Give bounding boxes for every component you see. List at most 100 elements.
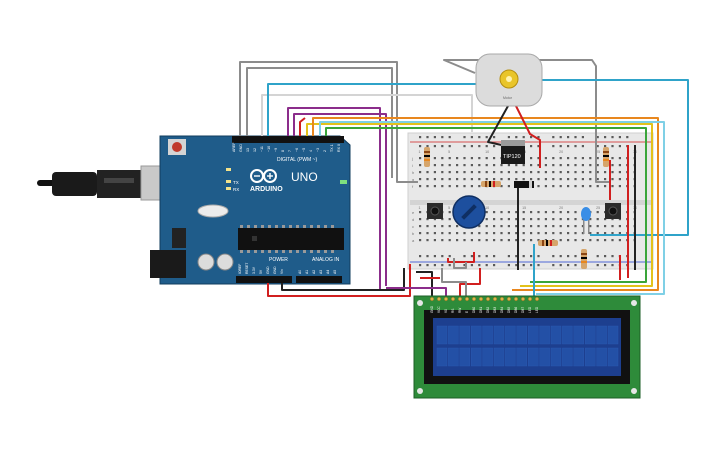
tip120-transistor: TIP120 <box>501 140 525 164</box>
lcd-pin-label: GND <box>430 305 434 313</box>
power-label: POWER <box>269 257 288 263</box>
resistor-r4 <box>538 240 558 246</box>
row-letter: d <box>412 217 414 222</box>
lcd-char-cell <box>448 325 459 345</box>
lcd-pin-label: DB6 <box>514 307 518 313</box>
lcd-pin-label: DB4 <box>500 307 504 313</box>
wiring <box>239 59 689 298</box>
dc-motor: Motor <box>475 53 543 107</box>
lcd-pin <box>485 296 491 302</box>
lcd-pin <box>513 296 519 302</box>
digital-pin-label: 12 <box>253 148 257 152</box>
row-letter: b <box>412 231 415 236</box>
analog-pin-label: A1 <box>305 270 309 274</box>
analog-header <box>296 276 342 283</box>
lcd-char-cell <box>573 347 584 367</box>
arduino-logo-icon <box>250 169 277 183</box>
blue-led <box>581 207 591 234</box>
lcd-char-cell <box>459 325 470 345</box>
digital-pin-label: ~5 <box>302 148 306 152</box>
digital-pin-label: ~3 <box>316 148 320 152</box>
lcd-char-cell <box>550 325 562 345</box>
row-letter: j <box>411 156 413 161</box>
lcd-pin <box>457 296 463 302</box>
resistor-r2 <box>481 181 501 187</box>
push-button-right[interactable] <box>605 203 621 219</box>
wire-purple-lcd <box>386 287 447 298</box>
lcd-char-cell <box>516 325 527 345</box>
lcd-char-cell <box>436 325 448 345</box>
wire-gray-motor <box>443 59 610 183</box>
resistor-r5 <box>581 249 587 269</box>
digital-pin-label: 8 <box>281 150 285 152</box>
resistor-r1 <box>424 147 430 167</box>
power-pin-label: GND <box>273 266 277 274</box>
lcd-pin-label: V0 <box>444 309 448 313</box>
diode <box>514 181 534 188</box>
lcd-pin <box>527 296 533 302</box>
lcd-pin <box>429 296 435 302</box>
push-button-left[interactable] <box>427 203 443 219</box>
lcd-char-cell <box>585 325 596 345</box>
dc-jack <box>150 250 186 278</box>
lcd-char-cell <box>596 347 607 367</box>
column-number: 5 <box>448 206 450 210</box>
row-letter: c <box>412 224 414 229</box>
wire-red-pot <box>447 252 475 263</box>
lcd-pin <box>443 296 449 302</box>
lcd-char-cell <box>448 347 459 367</box>
lcd-pin <box>499 296 505 302</box>
lcd-pin-label: DB1 <box>479 307 483 313</box>
wire-blue-right <box>540 79 689 236</box>
resistor-r3 <box>603 147 609 167</box>
wire-blue-top <box>267 83 478 136</box>
lcd-pin <box>436 296 442 302</box>
lcd-pin-label: E <box>465 311 469 313</box>
column-number: 15 <box>522 206 526 210</box>
lcd-char-cell <box>505 325 516 345</box>
lcd-char-cell <box>562 325 573 345</box>
transistor-label: TIP120 <box>503 154 521 160</box>
lcd-char-cell <box>596 325 607 345</box>
potentiometer-knob[interactable] <box>452 195 486 229</box>
power-header <box>236 276 292 283</box>
lcd-char-cell <box>607 347 619 367</box>
digital-pin-label: 13 <box>246 148 250 152</box>
arduino-model: UNO <box>291 170 318 184</box>
digital-pin-label: ~6 <box>295 148 299 152</box>
wire-red-power <box>267 264 411 297</box>
lcd-pin-label: LED <box>528 306 532 313</box>
power-pin-label: 3.3V <box>252 266 256 274</box>
lcd-char-cell <box>539 347 550 367</box>
lcd-char-cell <box>573 325 584 345</box>
lcd-pin-label: RW <box>458 308 462 313</box>
wire-white <box>261 94 473 136</box>
digital-pin-label: GND <box>239 144 243 152</box>
lcd-char-cell <box>562 347 573 367</box>
column-number: 1 <box>419 206 421 210</box>
column-number: 25 <box>596 150 600 154</box>
lcd-char-cell <box>585 347 596 367</box>
analog-pin-label: A0 <box>298 270 302 274</box>
column-number: 10 <box>485 150 489 154</box>
wire-black-gnd <box>281 268 405 291</box>
analog-pin-label: A4 <box>326 270 330 274</box>
lcd-char-cell <box>493 347 505 367</box>
column-number: 10 <box>485 206 489 210</box>
power-pin-label: RESET <box>245 263 249 274</box>
lcd-char-cell <box>493 325 505 345</box>
lcd-char-cell <box>607 325 619 345</box>
lcd-char-cell <box>471 325 482 345</box>
lcd-pin <box>471 296 477 302</box>
lcd-pin-label: LED <box>535 306 539 313</box>
wire-black-lcd <box>416 271 433 298</box>
lcd-pin <box>478 296 484 302</box>
wire-yellow <box>306 123 653 287</box>
power-pin-label: IOREF <box>238 264 242 274</box>
